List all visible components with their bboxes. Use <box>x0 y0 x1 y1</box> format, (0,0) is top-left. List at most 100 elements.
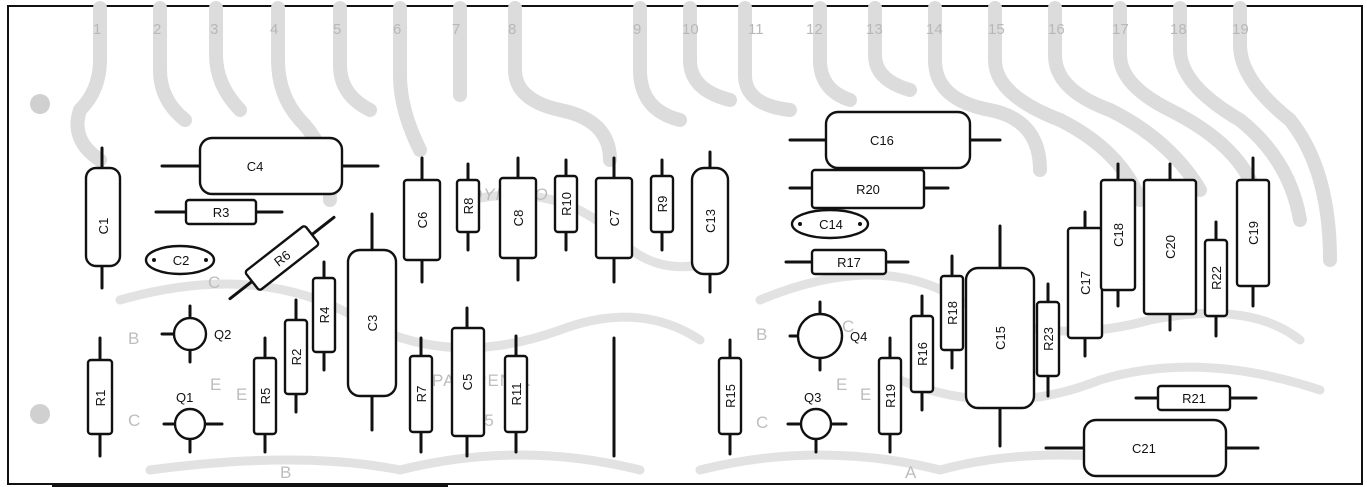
pin-number: 8 <box>508 21 516 38</box>
capacitor-c13: C13 <box>690 150 730 294</box>
component-label: R15 <box>723 384 738 408</box>
component-label: C16 <box>870 133 894 148</box>
pin-number: 9 <box>633 21 641 38</box>
transistor-q1: Q1 <box>162 390 224 454</box>
transistor-q3: Q3 <box>786 390 848 454</box>
capacitor-c1: C1 <box>84 146 122 290</box>
pin-number: 18 <box>1170 21 1187 38</box>
resistor-r6: R6 <box>228 215 336 301</box>
capacitor-c17: C17 <box>1066 210 1104 358</box>
pin-number: 7 <box>452 21 460 38</box>
resistor-r5: R5 <box>252 336 278 454</box>
resistor-r11: R11 <box>503 334 529 454</box>
component-label: C17 <box>1078 271 1093 295</box>
capacitor-c18: C18 <box>1099 162 1137 308</box>
pin-number: 2 <box>153 21 161 38</box>
capacitor-c15: C15 <box>964 224 1036 448</box>
pin-number: 12 <box>806 21 823 38</box>
component-label: C1 <box>96 218 111 235</box>
component-label: C2 <box>173 253 190 268</box>
pin-number: 4 <box>270 21 278 38</box>
resistor-r21: R21 <box>1134 384 1258 412</box>
resistor-r4: R4 <box>311 260 337 372</box>
pin-number: 11 <box>748 21 764 38</box>
resistor-r8: R8 <box>455 162 481 252</box>
resistor-r17: R17 <box>784 248 910 276</box>
component-label: R2 <box>289 349 304 366</box>
component-label: C5 <box>460 374 475 391</box>
component-label: R1 <box>93 390 108 407</box>
bottom-mark: B <box>280 463 292 482</box>
capacitor-c8: C8 <box>498 156 538 282</box>
pin-number: 1 <box>93 21 101 38</box>
resistor-r22: R22 <box>1203 220 1229 338</box>
pin-number: 17 <box>1112 21 1129 38</box>
pin-number: 16 <box>1048 21 1065 38</box>
component-label: Q4 <box>850 329 867 344</box>
capacitor-c19: C19 <box>1235 156 1271 308</box>
component-label: R7 <box>414 386 429 403</box>
pin-number: 6 <box>393 21 401 38</box>
component-label: R20 <box>856 182 880 197</box>
pin-number: 14 <box>926 21 943 38</box>
capacitor-c4: C4 <box>160 136 380 196</box>
mounting-hole <box>30 94 50 114</box>
component-label: R8 <box>461 198 476 215</box>
resistor-r18: R18 <box>939 254 965 370</box>
resistor-r1: R1 <box>86 336 114 458</box>
component-label: C20 <box>1163 235 1178 259</box>
component-label: C3 <box>365 315 380 332</box>
emitter-pin-label: E <box>860 385 872 404</box>
capacitor-c14: C14 <box>790 208 870 240</box>
resistor-r19: R19 <box>877 336 903 454</box>
resistor-r7: R7 <box>408 336 434 454</box>
pin-number: 13 <box>866 21 883 38</box>
resistor-r2: R2 <box>283 298 309 414</box>
capacitor-c20: C20 <box>1142 162 1198 332</box>
base-pin-label: B <box>128 329 140 348</box>
component-label: C7 <box>607 210 622 227</box>
capacitor-c7: C7 <box>594 156 634 284</box>
component-label: R5 <box>258 388 273 405</box>
component-label: R17 <box>837 255 861 270</box>
resistor-r20: R20 <box>788 168 950 210</box>
capacitor-c6: C6 <box>402 156 442 284</box>
emitter-pin-label: E <box>210 375 222 394</box>
component-label: C13 <box>703 209 718 233</box>
collector-pin-label: C <box>208 273 221 292</box>
capacitor-c16: C16 <box>788 110 1002 170</box>
component-label: R10 <box>559 192 574 216</box>
component-label: R19 <box>883 384 898 408</box>
collector-pin-label: C <box>756 413 769 432</box>
emitter-pin-label: E <box>236 385 248 404</box>
pin-numbers: 1 2 3 4 5 6 7 8 9 10 11 12 13 14 15 16 1… <box>93 21 1249 38</box>
resistor-r3: R3 <box>154 198 284 226</box>
capacitor-c21: C21 <box>1044 418 1260 478</box>
pin-number: 10 <box>682 21 699 38</box>
component-label: R9 <box>655 196 670 213</box>
transistor-q4: Q4 <box>788 300 867 372</box>
component-label: Q1 <box>176 390 193 405</box>
capacitor-c5: C5 <box>450 306 486 458</box>
component-label: R18 <box>945 301 960 325</box>
resistor-r15: R15 <box>717 338 743 456</box>
component-label: R16 <box>915 342 930 366</box>
component-label: R21 <box>1182 391 1206 406</box>
component-label: R23 <box>1041 327 1056 351</box>
copper-traces <box>70 1 1337 475</box>
component-label: R11 <box>509 383 524 406</box>
component-label: C8 <box>511 210 526 227</box>
component-label: C19 <box>1246 221 1261 245</box>
base-pin-label: B <box>756 325 768 344</box>
resistor-r9: R9 <box>649 158 675 252</box>
collector-pin-label: C <box>842 317 855 336</box>
component-label: C6 <box>415 212 430 229</box>
component-label: R4 <box>317 307 332 324</box>
pin-number: 15 <box>988 21 1005 38</box>
component-label: Q2 <box>214 327 231 342</box>
component-label: Q3 <box>804 390 821 405</box>
pin-number: 5 <box>333 21 341 38</box>
component-label: C14 <box>819 217 843 232</box>
transistor-q2: Q2 <box>160 304 231 364</box>
